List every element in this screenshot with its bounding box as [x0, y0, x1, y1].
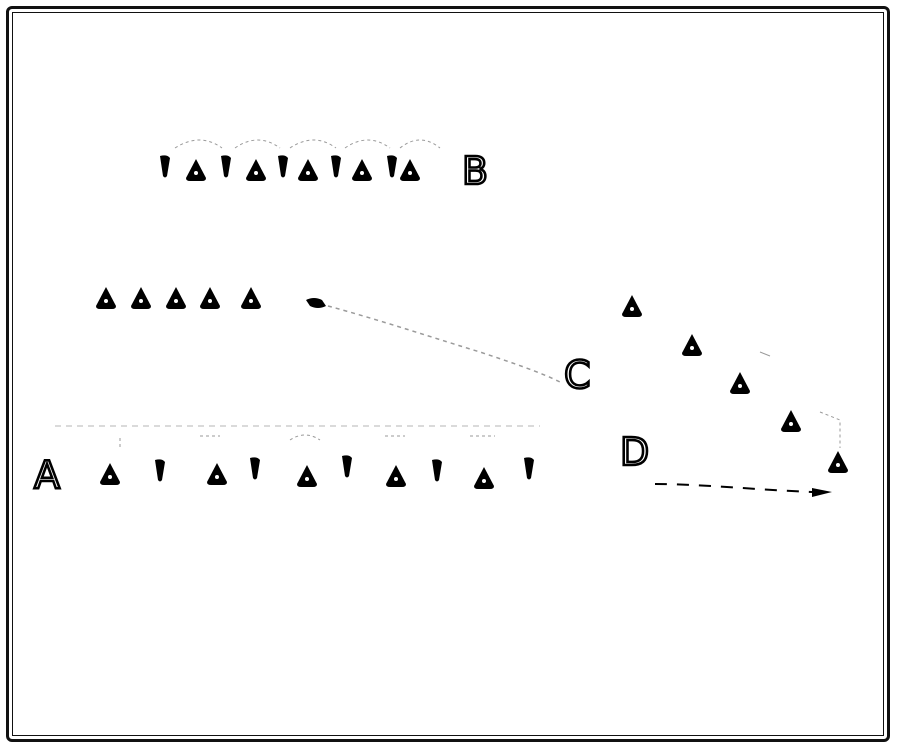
cone-icon — [166, 287, 186, 309]
cone-icon — [828, 451, 848, 473]
cone-icon — [96, 287, 116, 309]
tilt-marker-icon — [160, 155, 170, 178]
cone-icon — [298, 159, 318, 181]
formation-a: A — [33, 425, 540, 498]
return-path-d — [654, 483, 813, 493]
path-to-c — [327, 305, 561, 383]
cone-icon — [297, 465, 317, 487]
label-a: A — [34, 453, 60, 497]
cone-icon — [100, 463, 120, 485]
cone-icon — [622, 295, 642, 317]
tilt-marker-icon — [432, 459, 442, 482]
tilt-marker-icon — [250, 457, 260, 480]
tilt-marker-icon — [524, 457, 534, 480]
cone-icon — [386, 465, 406, 487]
cone-icon — [730, 372, 750, 394]
cone-icon — [241, 287, 261, 309]
formation-d: D — [619, 295, 848, 497]
label-b: B — [462, 149, 488, 193]
tilt-marker-icon — [342, 455, 352, 478]
tilt-marker-icon — [278, 155, 288, 178]
tilt-marker-icon — [331, 155, 341, 178]
label-d: D — [620, 430, 649, 474]
arrow-head-icon — [812, 488, 832, 497]
cone-icon — [352, 159, 372, 181]
outer-frame — [6, 6, 890, 742]
tilt-marker-icon — [221, 155, 231, 178]
cone-icon — [246, 159, 266, 181]
tilt-marker-icon — [155, 459, 165, 482]
cone-icon — [682, 334, 702, 356]
formation-c: C — [96, 287, 592, 398]
cone-icon — [186, 159, 206, 181]
formation-b: B — [160, 139, 489, 194]
formation-b-arcs — [174, 139, 441, 149]
cone-icon — [207, 463, 227, 485]
cone-icon — [131, 287, 151, 309]
tilt-marker-icon — [387, 155, 397, 178]
formation-a-arcs — [119, 434, 495, 448]
inner-frame — [12, 12, 884, 736]
label-c: C — [564, 353, 591, 397]
start-marker-icon — [306, 298, 326, 308]
cone-icon — [474, 467, 494, 489]
cone-icon — [781, 410, 801, 432]
cone-icon — [400, 159, 420, 181]
cone-icon — [200, 287, 220, 309]
